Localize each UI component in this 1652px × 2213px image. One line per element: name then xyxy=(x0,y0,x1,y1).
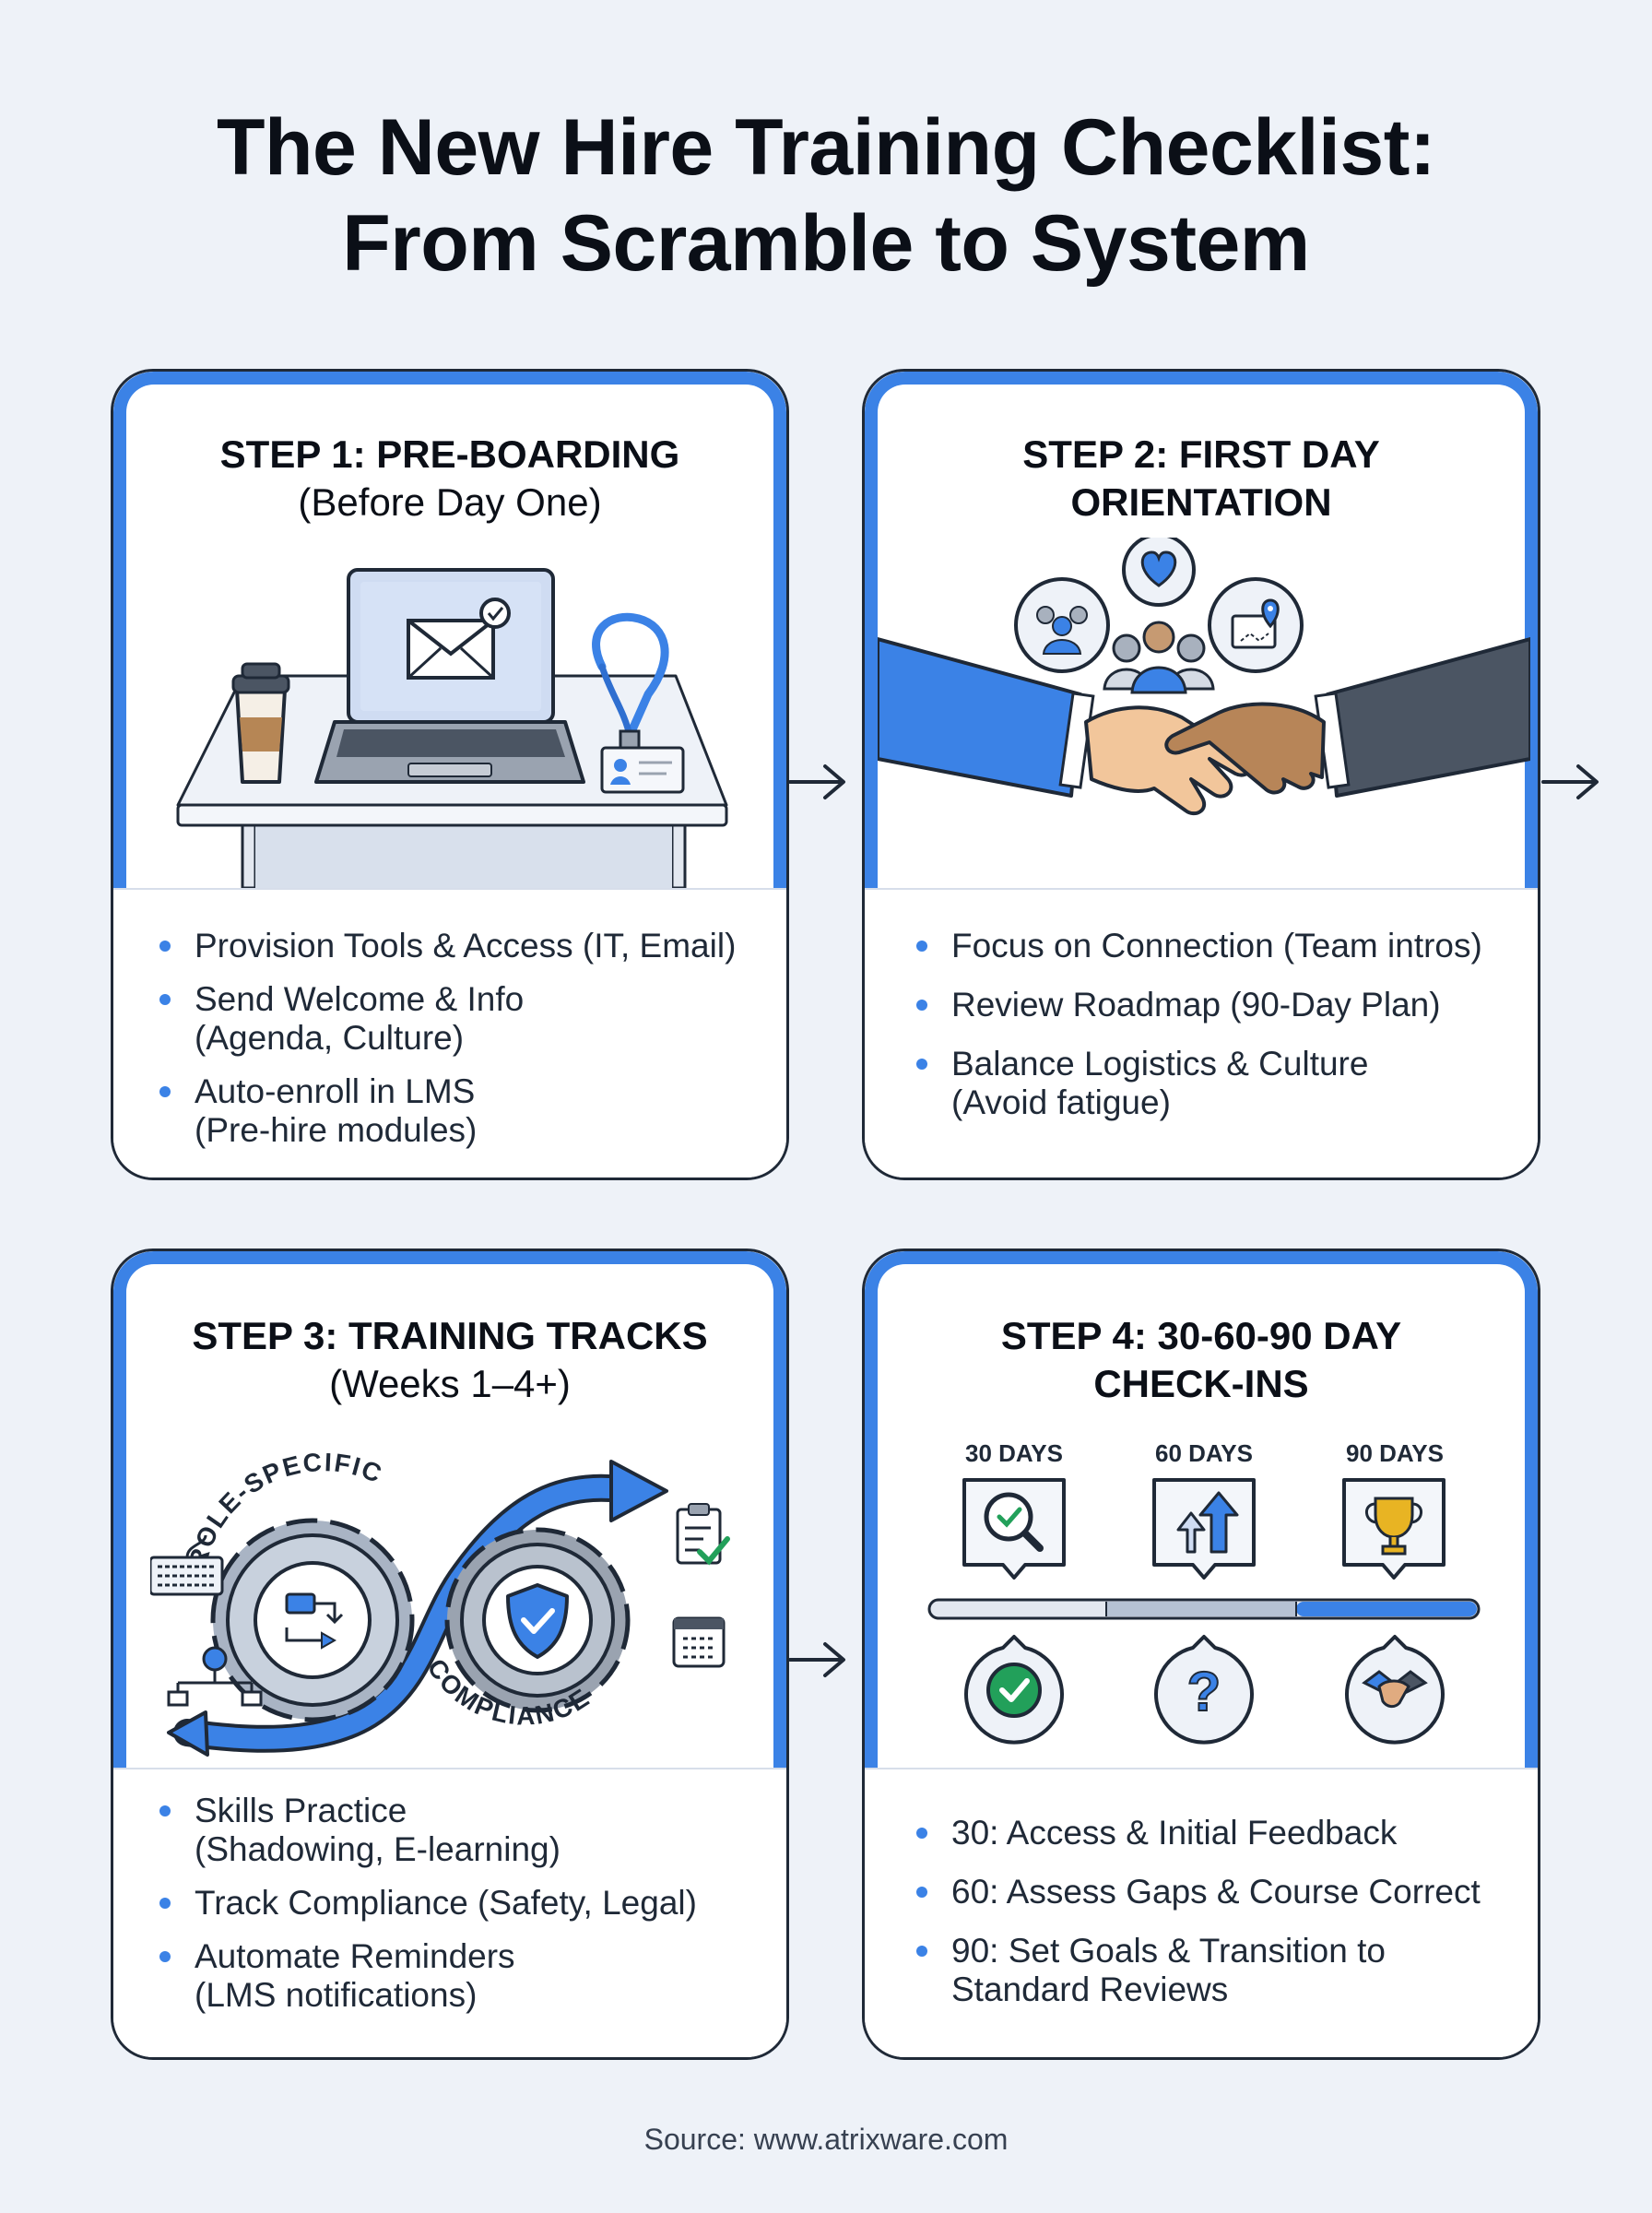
list-item: Balance Logistics & Culture(Avoid fatigu… xyxy=(916,1045,1510,1122)
milestone-label-30: 30 DAYS xyxy=(965,1439,1063,1467)
group-icon xyxy=(1103,621,1215,694)
title-line-2: From Scramble to System xyxy=(342,199,1310,288)
arrow-right-icon xyxy=(788,764,845,799)
step-4-divider xyxy=(865,1768,1538,1769)
calendar-icon xyxy=(672,1616,726,1668)
orientation-illustration xyxy=(878,538,1530,816)
step-3-body xyxy=(113,1769,786,2057)
magnifier-check-icon xyxy=(962,1478,1066,1580)
step-2-body xyxy=(865,890,1538,1178)
list-item: Focus on Connection (Team intros) xyxy=(916,927,1510,965)
step-2-divider xyxy=(865,888,1538,890)
coffee-cup-icon xyxy=(231,662,290,784)
step-3-bullet-list: Skills Practice(Shadowing, E-learning) T… xyxy=(159,1792,759,2030)
envelope-icon xyxy=(407,598,511,680)
preboarding-illustration xyxy=(176,568,728,888)
clipboard-check-icon xyxy=(676,1503,730,1566)
growth-arrows-icon xyxy=(1152,1478,1256,1580)
step-1-body xyxy=(113,890,786,1178)
milestone-label-60: 60 DAYS xyxy=(1155,1439,1253,1467)
step-1-divider xyxy=(113,888,786,890)
lanyard-badge-icon xyxy=(592,612,669,750)
title-line-1: The New Hire Training Checklist: xyxy=(216,103,1436,192)
step-4-subtitle: CHECK-INS xyxy=(1093,1362,1309,1405)
checkins-timeline-illustration: 30 DAYS 60 DAYS 90 DAYS xyxy=(927,1439,1481,1745)
source-credit: Source: www.atrixware.com xyxy=(643,2123,1009,2156)
map-pin-icon xyxy=(1208,577,1304,673)
step-2-title: STEP 2: FIRST DAY ORIENTATION xyxy=(865,431,1538,527)
check-circle-icon xyxy=(964,1635,1064,1745)
milestone-label-90: 90 DAYS xyxy=(1346,1439,1444,1467)
step-3-divider xyxy=(113,1768,786,1769)
step-1-title-text: STEP 1: PRE-BOARDING xyxy=(219,432,680,476)
svg-text:?: ? xyxy=(1187,1661,1221,1722)
step-2-card: STEP 2: FIRST DAY ORIENTATION xyxy=(862,369,1540,1180)
trophy-icon xyxy=(1342,1478,1446,1580)
arrow-right-icon xyxy=(1541,764,1599,799)
step-3-title-text: STEP 3: TRAINING TRACKS xyxy=(192,1314,708,1357)
step-3-subtitle: (Weeks 1–4+) xyxy=(329,1362,571,1405)
list-item: Send Welcome & Info(Agenda, Culture) xyxy=(159,980,759,1058)
list-item: 30: Access & Initial Feedback xyxy=(916,1814,1510,1852)
step-2-title-text: STEP 2: FIRST DAY xyxy=(1022,432,1380,476)
arrow-right-icon xyxy=(788,1642,845,1677)
step-1-card: STEP 1: PRE-BOARDING (Before Day One) xyxy=(111,369,789,1180)
shield-check-icon xyxy=(506,1583,569,1659)
list-item: 60: Assess Gaps & Course Correct xyxy=(916,1873,1510,1911)
list-item: Skills Practice(Shadowing, E-learning) xyxy=(159,1792,759,1869)
list-item: Provision Tools & Access (IT, Email) xyxy=(159,927,759,965)
step-2-bullet-list: Focus on Connection (Team intros) Review… xyxy=(916,927,1510,1137)
step-1-subtitle: (Before Day One) xyxy=(298,480,602,524)
page-title: The New Hire Training Checklist: From Sc… xyxy=(0,100,1652,291)
step-3-card: STEP 3: TRAINING TRACKS (Weeks 1–4+) ROL… xyxy=(111,1249,789,2060)
id-card-icon xyxy=(600,746,685,794)
heart-icon xyxy=(1122,538,1196,607)
timeline-progress-bar xyxy=(927,1598,1481,1620)
list-item: Automate Reminders(LMS notifications) xyxy=(159,1937,759,2015)
keyboard-icon xyxy=(150,1534,224,1596)
list-item: Track Compliance (Safety, Legal) xyxy=(159,1884,759,1923)
question-icon: ? xyxy=(1154,1635,1254,1745)
step-4-bullet-list: 30: Access & Initial Feedback 60: Assess… xyxy=(916,1814,1510,2024)
training-tracks-illustration: ROLE-SPECIFIC COMPLIANCE xyxy=(150,1448,730,1757)
list-item: Auto-enroll in LMS(Pre-hire modules) xyxy=(159,1072,759,1150)
step-1-bullet-list: Provision Tools & Access (IT, Email) Sen… xyxy=(159,927,759,1165)
gear-icon xyxy=(210,1518,415,1722)
step-4-body xyxy=(865,1769,1538,2057)
org-chart-icon xyxy=(167,1646,263,1707)
step-3-title: STEP 3: TRAINING TRACKS (Weeks 1–4+) xyxy=(113,1312,786,1408)
step-4-title-text: STEP 4: 30-60-90 DAY xyxy=(1000,1314,1402,1357)
step-1-title: STEP 1: PRE-BOARDING (Before Day One) xyxy=(113,431,786,527)
step-4-title: STEP 4: 30-60-90 DAY CHECK-INS xyxy=(865,1312,1538,1408)
step-4-card: STEP 4: 30-60-90 DAY CHECK-INS 30 DAYS 6… xyxy=(862,1249,1540,2060)
list-item: Review Roadmap (90-Day Plan) xyxy=(916,986,1510,1024)
step-2-subtitle: ORIENTATION xyxy=(1070,480,1332,524)
handshake-icon xyxy=(1084,702,1326,816)
team-icon xyxy=(1014,577,1110,673)
handshake-small-icon xyxy=(1345,1635,1445,1745)
